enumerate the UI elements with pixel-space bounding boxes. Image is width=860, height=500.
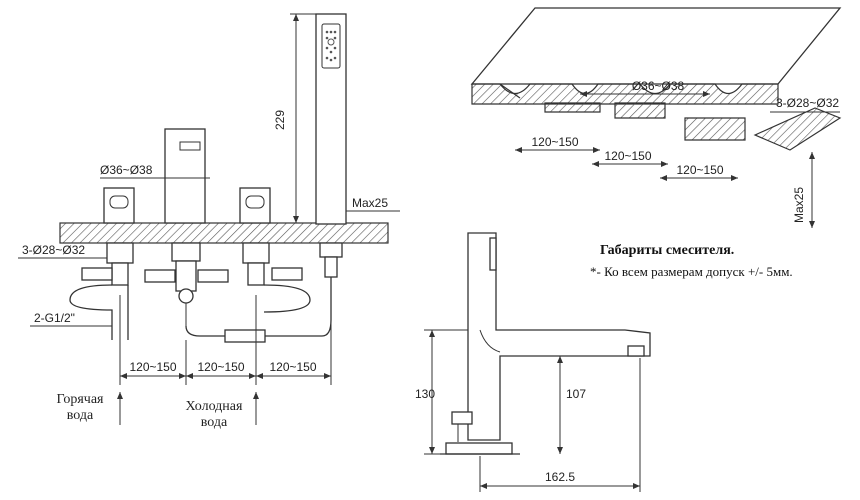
dim-holes: 3-Ø28~Ø32 bbox=[22, 243, 85, 257]
front-view: 229 Max25 Ø36~Ø38 3-Ø28~Ø32 2-G1/2" 120~… bbox=[18, 13, 400, 430]
notes-body: *- Ко всем размерам допуск +/- 5мм. bbox=[590, 264, 793, 279]
cold-valve bbox=[239, 187, 271, 286]
hot-valve bbox=[103, 187, 135, 286]
deck-dim-spout: Ø36~Ø38 bbox=[632, 79, 685, 93]
label-hot-2: вода bbox=[67, 408, 94, 423]
spout bbox=[164, 128, 206, 326]
dim-spout-diameter: Ø36~Ø38 bbox=[100, 163, 153, 177]
shower-nozzle-icon bbox=[325, 30, 337, 62]
dim-229: 229 bbox=[273, 110, 287, 130]
deck-dim-spacing-1: 120~150 bbox=[531, 135, 578, 149]
side-dim-107: 107 bbox=[566, 387, 586, 401]
side-dim-reach: 162.5 bbox=[545, 470, 575, 484]
hand-shower bbox=[315, 13, 347, 278]
label-hot-1: Горячая bbox=[57, 392, 105, 407]
hoses bbox=[69, 267, 332, 343]
deck-plate bbox=[59, 222, 389, 244]
notes-title: Габариты смесителя. bbox=[600, 243, 735, 258]
deck-dim-spacing-3: 120~150 bbox=[676, 163, 723, 177]
dim-spacing-3: 120~150 bbox=[269, 360, 316, 374]
label-cold-2: вода bbox=[201, 415, 228, 430]
label-cold-1: Холодная bbox=[186, 399, 243, 414]
dim-max25: Max25 bbox=[352, 196, 388, 210]
side-view: 130 107 162.5 bbox=[415, 232, 651, 492]
side-dim-130: 130 bbox=[415, 387, 435, 401]
deck-view: Ø36~Ø38 3-Ø28~Ø32 120~150 120~150 120~15… bbox=[470, 7, 842, 228]
dim-spacing-1: 120~150 bbox=[129, 360, 176, 374]
deck-dim-max: Max25 bbox=[792, 187, 806, 223]
deck-dim-spacing-2: 120~150 bbox=[604, 149, 651, 163]
deck-dim-holes: 3-Ø28~Ø32 bbox=[776, 96, 839, 110]
dim-thread: 2-G1/2" bbox=[34, 311, 75, 325]
dim-spacing-2: 120~150 bbox=[197, 360, 244, 374]
